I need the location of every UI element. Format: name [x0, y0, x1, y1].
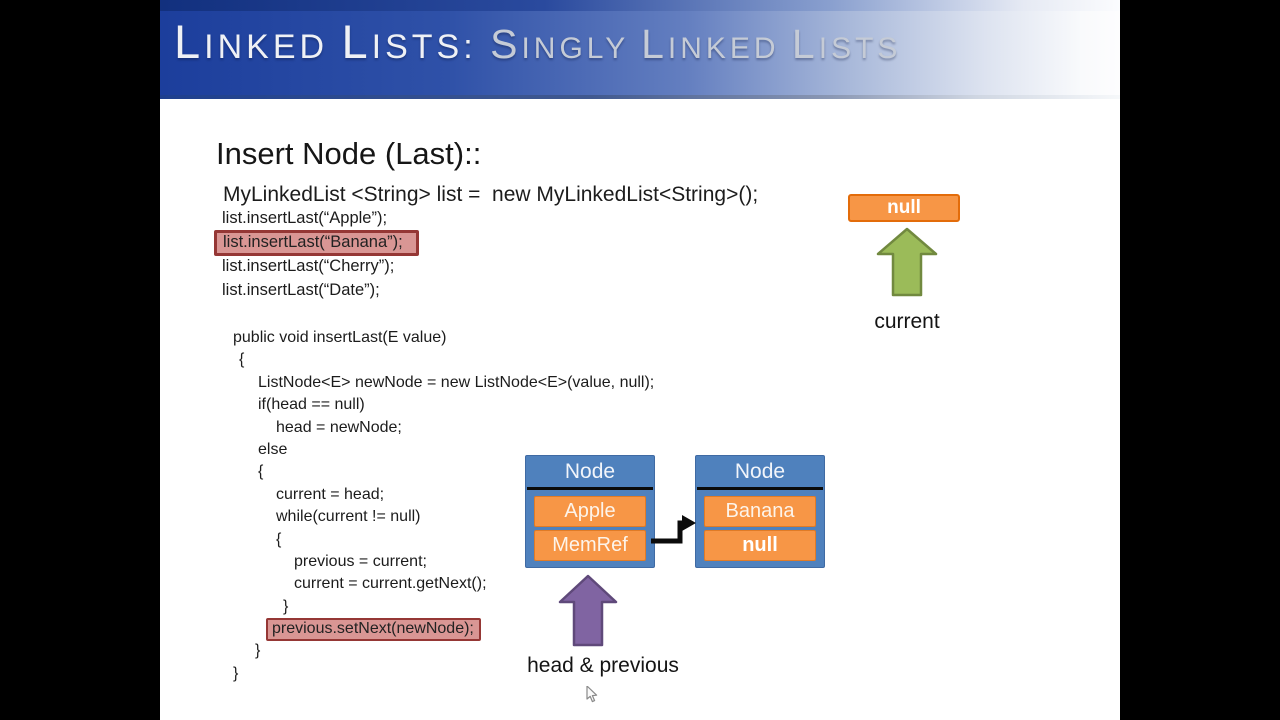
method-code-line: while(current != null) — [215, 506, 654, 528]
node-next-cell: null — [704, 530, 816, 561]
head-previous-label: head & previous — [527, 654, 679, 677]
node-cells: Apple MemRef — [526, 490, 654, 561]
banner-gradient — [160, 11, 1120, 95]
insert-call-line: list.insertLast(“Cherry”); — [212, 254, 419, 278]
insert-calls: list.insertLast(“Apple”); list.insertLast… — [212, 206, 419, 302]
method-code-line: { — [215, 349, 654, 371]
mouse-cursor-shape — [586, 686, 598, 703]
current-pointer-label: current — [874, 310, 940, 333]
node-box-banana: Node Banana null — [695, 455, 825, 568]
node-value-cell: Apple — [534, 496, 646, 527]
node-value-cell: Banana — [704, 496, 816, 527]
code-text: while(current != null) — [276, 508, 421, 526]
method-code-line: public void insertLast(E value) — [215, 327, 654, 349]
method-code-line: { — [215, 529, 654, 551]
method-code-line: else — [215, 439, 654, 461]
lecture-title-primary: LINKED LISTS: — [174, 15, 491, 68]
code-text: { — [258, 463, 264, 481]
method-code-line: { — [215, 461, 654, 483]
code-text: else — [258, 440, 288, 458]
method-code-line: } — [215, 596, 654, 618]
current-arrow-shape — [876, 227, 938, 297]
link-arrow-line — [651, 520, 683, 544]
mouse-cursor-icon — [586, 686, 598, 703]
link-arrow-head — [682, 515, 696, 531]
code-text: } — [255, 642, 261, 660]
code-text: } — [233, 664, 239, 682]
code-text: head = newNode; — [276, 418, 402, 436]
lecture-title: LINKED LISTS: SINGLY LINKED LISTS — [174, 14, 1114, 69]
head-previous-arrow-shape — [558, 574, 618, 647]
code-text: { — [239, 351, 245, 369]
call-text: list.insertLast(“Date”); — [222, 281, 380, 299]
method-code-line: ListNode<E> newNode = new ListNode<E>(va… — [215, 372, 654, 394]
node-divider — [697, 487, 823, 490]
insert-last-method-code: public void insertLast(E value) { ListNode… — [215, 327, 654, 685]
method-code-line: previous = current; — [215, 551, 654, 573]
code-declaration-line: MyLinkedList <String> list = new MyLinke… — [223, 183, 759, 206]
code-text: current = current.getNext(); — [294, 575, 487, 593]
lecture-title-secondary: SINGLY LINKED LISTS — [490, 21, 902, 67]
code-text: current = head; — [276, 485, 385, 503]
insert-call-line: list.insertLast(“Date”); — [212, 278, 419, 302]
slide-header-banner: LINKED LISTS: SINGLY LINKED LISTS — [160, 0, 1120, 99]
code-text: { — [276, 530, 282, 548]
node-title: Node — [564, 460, 616, 483]
call-text: list.insertLast(“Cherry”); — [222, 257, 395, 275]
insert-call-line: list.insertLast(“Banana”); — [212, 230, 419, 256]
node-divider — [527, 487, 653, 490]
node-box-apple: Node Apple MemRef — [525, 455, 655, 568]
highlighted-code-text: previous.setNext(newNode); — [266, 618, 481, 642]
insert-call-line: list.insertLast(“Apple”); — [212, 206, 419, 230]
method-code-line: } — [215, 640, 654, 662]
code-text: if(head == null) — [258, 396, 365, 414]
method-code-line: head = newNode; — [215, 417, 654, 439]
current-arrow-icon — [876, 227, 938, 297]
method-code-line: if(head == null) — [215, 394, 654, 416]
method-code-line: } — [215, 663, 654, 685]
link-arrow-icon — [651, 515, 696, 544]
banner-bottom-rule — [160, 95, 1120, 99]
node-cells: Banana null — [696, 490, 824, 561]
head-previous-arrow-icon — [558, 574, 618, 647]
code-text: previous = current; — [294, 552, 427, 570]
node-title: Node — [734, 460, 786, 483]
call-text: list.insertLast(“Apple”); — [222, 209, 388, 227]
null-value-box: null — [848, 194, 960, 222]
method-code-line: previous.setNext(newNode); — [215, 618, 654, 642]
method-code-line: current = current.getNext(); — [215, 573, 654, 595]
code-text: public void insertLast(E value) — [233, 329, 447, 346]
code-text: } — [283, 597, 289, 615]
method-code-line: current = head; — [215, 484, 654, 506]
presentation-slide: LINKED LISTS: SINGLY LINKED LISTS Insert… — [160, 0, 1120, 720]
node-next-cell: MemRef — [534, 530, 646, 561]
highlighted-call-text: list.insertLast(“Banana”); — [214, 230, 419, 256]
banner-top-strip — [160, 0, 1120, 11]
slide-title: Insert Node (Last):: — [216, 136, 482, 171]
code-text: ListNode<E> newNode = new ListNode<E>(va… — [258, 373, 655, 391]
